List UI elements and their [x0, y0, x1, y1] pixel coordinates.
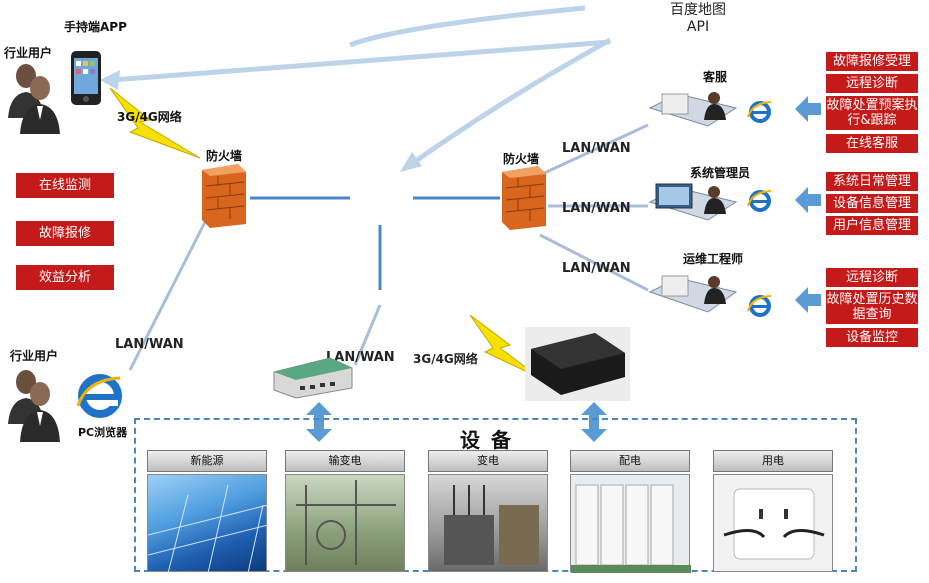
net-3g-center-label: 3G/4G网络 — [413, 352, 478, 366]
arrow-left-icon-2 — [795, 187, 821, 213]
api-title: 百度地图 — [670, 2, 726, 18]
device-transmission-label: 输变电 — [285, 450, 405, 472]
firewall-left-label: 防火墙 — [206, 149, 243, 163]
lan-wan-center-label: LAN/WAN — [326, 350, 395, 365]
smartphone-icon — [71, 51, 101, 105]
cs-fault-plan[interactable]: 故障处置预案执行&跟踪 — [826, 96, 918, 130]
workstation-icon-3 — [648, 275, 738, 313]
cs-fault-acceptance[interactable]: 故障报修受理 — [826, 52, 918, 71]
lan-wan-right-2: LAN/WAN — [562, 201, 631, 216]
function-benefit-analysis[interactable]: 效益分析 — [16, 265, 114, 290]
workstation-icon — [648, 92, 738, 127]
users-group-icon — [8, 64, 60, 134]
solar-panel-image — [147, 474, 269, 574]
device-new-energy[interactable]: 新能源 — [147, 450, 269, 574]
lan-wan-right-1: LAN/WAN — [562, 141, 631, 156]
dtu-device-icon — [525, 327, 630, 401]
device-substation-label: 变电 — [428, 450, 548, 472]
arrow-left-icon-1 — [795, 96, 821, 122]
ie-icon-2 — [747, 190, 772, 212]
device-new-energy-label: 新能源 — [147, 450, 267, 472]
admin-device-info[interactable]: 设备信息管理 — [826, 194, 918, 213]
industry-users-top-label: 行业用户 — [4, 46, 53, 60]
devices-title: 设 备 — [460, 428, 513, 452]
device-distribution-label: 配电 — [570, 450, 690, 472]
users-group-icon-bottom — [8, 370, 60, 442]
firewall-right-label: 防火墙 — [503, 152, 540, 166]
bidirectional-arrow-right — [581, 402, 607, 442]
socket-image — [713, 474, 833, 572]
device-distribution[interactable]: 配电 — [570, 450, 691, 573]
firewall-right-icon — [502, 166, 546, 230]
role-sysadmin-label: 系统管理员 — [690, 166, 751, 180]
ops-history-query[interactable]: 故障处置历史数据查询 — [826, 290, 918, 324]
device-consumption-label: 用电 — [713, 450, 833, 472]
switchgear-image — [570, 474, 691, 573]
ops-remote-diagnosis[interactable]: 远程诊断 — [826, 268, 918, 287]
device-substation[interactable]: 变电 — [428, 450, 548, 572]
substation-image — [285, 474, 405, 572]
admin-user-info[interactable]: 用户信息管理 — [826, 216, 918, 235]
role-customer-service-label: 客服 — [703, 70, 728, 84]
workstation-icon-2 — [648, 183, 738, 221]
cs-online-service[interactable]: 在线客服 — [826, 134, 918, 153]
role-ops-engineer-label: 运维工程师 — [683, 252, 744, 266]
device-consumption[interactable]: 用电 — [713, 450, 833, 572]
ie-browser-icon — [76, 374, 122, 418]
function-online-monitor[interactable]: 在线监测 — [16, 173, 114, 198]
app-label: 手持端APP — [64, 20, 127, 34]
admin-daily-management[interactable]: 系统日常管理 — [826, 172, 918, 191]
api-subtitle: API — [686, 19, 710, 35]
ie-icon-1 — [747, 101, 772, 123]
arrow-left-icon-3 — [795, 287, 821, 313]
industry-users-bottom-label: 行业用户 — [10, 349, 59, 363]
ops-device-monitor[interactable]: 设备监控 — [826, 328, 918, 347]
function-fault-report[interactable]: 故障报修 — [16, 221, 114, 246]
lan-wan-right-3: LAN/WAN — [562, 261, 631, 276]
pc-browser-label: PC浏览器 — [78, 426, 128, 439]
device-transmission[interactable]: 输变电 — [285, 450, 405, 572]
bidirectional-arrow-left — [306, 402, 332, 442]
cs-remote-diagnosis[interactable]: 远程诊断 — [826, 74, 918, 93]
transformer-image — [428, 474, 548, 572]
lan-wan-left-label: LAN/WAN — [115, 337, 184, 352]
ie-icon-3 — [747, 295, 772, 317]
net-3g-left-label: 3G/4G网络 — [117, 110, 182, 124]
firewall-left-icon — [202, 164, 246, 228]
gateway-device-icon — [273, 357, 353, 399]
